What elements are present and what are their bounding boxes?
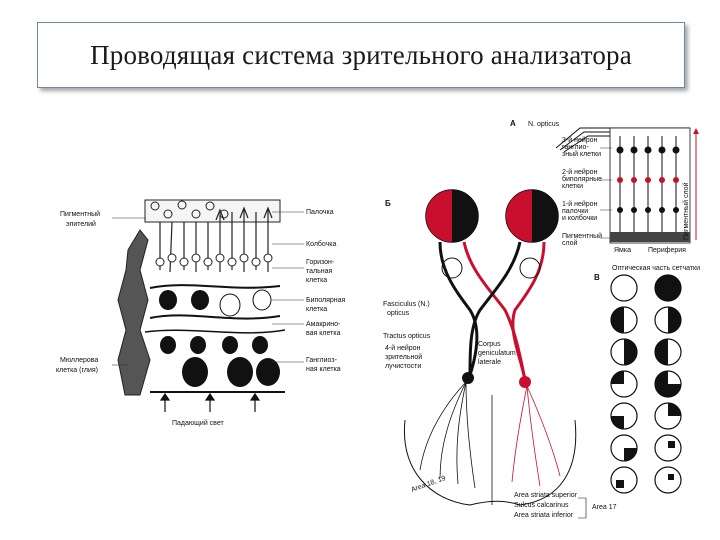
lgn-right [519, 376, 531, 388]
visual-field-defect [611, 371, 624, 384]
label-muller-1: Мюллерова [60, 357, 98, 364]
label-2nd-neuron-3: клетки [562, 183, 583, 190]
muller-cell [117, 229, 151, 396]
label-optic-nerve-1: Fasciculus (N.) [383, 301, 430, 308]
ganglion-layer [144, 329, 286, 393]
panel-a-letter: A [510, 119, 516, 128]
panel-b-header: Оптическая часть сетчатки [612, 265, 700, 272]
visual-field-defect [616, 480, 624, 488]
pigment-epithelium [144, 199, 281, 223]
label-3rd-neuron-3: зный клетки [562, 150, 601, 158]
label-area-17: Area 17 [592, 504, 617, 511]
visual-field-circles [610, 274, 682, 494]
label-corpus-2: geniculatum [478, 350, 516, 357]
optic-radiation-left [419, 381, 476, 489]
label-area-18-19: Area 18, 19 [410, 475, 447, 494]
label-sulcus: Sulcus calcarinus [514, 502, 569, 509]
retina-diagram: Пигментный эпителий Мюллерова клетка (гл… [56, 199, 346, 427]
label-optic-tract: Tractus opticus [383, 333, 431, 340]
label-2nd-neuron-1: 2-й нейрон [562, 168, 598, 176]
label-horizontal-3: клетка [306, 277, 327, 284]
label-1st-neuron-3: и колбочки [562, 214, 597, 222]
label-2nd-neuron-2: биполярные [562, 175, 602, 183]
label-4th-neuron-2: зрительной [385, 353, 422, 361]
label-bipolar-2: клетка [306, 306, 327, 313]
label-ganglion-1: Ганглиоз- [306, 357, 338, 364]
visual-field-defect [611, 416, 624, 429]
panel-a-neurons [610, 128, 699, 242]
label-cone: Колбочка [306, 240, 337, 248]
label-amacrine-2: вая клетка [306, 330, 341, 337]
right-eye [505, 189, 559, 243]
visual-field-defect [611, 307, 624, 333]
visual-field-defect [624, 448, 637, 461]
label-pigment-layer-vertical: Пигментный слой [682, 182, 690, 240]
pathway-letter: Б [385, 199, 391, 208]
label-1st-neuron-1: 1-й нейрон [562, 200, 598, 208]
label-bipolar-1: Биполярная [306, 297, 346, 304]
visual-field-defect [668, 307, 681, 333]
panel-b-letter: В [594, 273, 600, 282]
visual-field-defect [668, 474, 674, 480]
optic-radiation-right [511, 385, 561, 487]
label-amacrine-1: Амакрино- [306, 321, 341, 328]
visual-pathway-diagram: Б [383, 189, 617, 519]
label-3rd-neuron-2: ганглио- [562, 144, 589, 151]
occipital-cortex [403, 419, 577, 506]
label-3rd-neuron-1: 3-й нейрон [562, 136, 598, 144]
label-area-inferior: Area striata inferior [514, 512, 574, 519]
label-fovea: Ямка [614, 247, 631, 254]
panel-b: В Оптическая часть сетчатки [594, 265, 700, 494]
label-corpus-1: Corpus [478, 341, 501, 348]
visual-field-circle [610, 274, 638, 302]
photoreceptor-nuclei [155, 253, 273, 267]
label-pigment-layer-2: слой [562, 239, 578, 247]
panel-a: A N. opticus [510, 119, 699, 254]
visual-field-defect [668, 441, 675, 448]
label-4th-neuron-3: лучистости [385, 363, 421, 370]
label-corpus-3: laterale [478, 359, 501, 366]
label-area-superior: Area striata superior [514, 492, 578, 499]
label-n-opticus: N. opticus [528, 121, 560, 128]
label-pigment-epithelium-1: Пигментный [60, 210, 100, 218]
lgn-left [462, 372, 474, 384]
label-horizontal-1: Горизон- [306, 259, 335, 266]
left-eye [425, 189, 479, 243]
area-17-bracket [578, 497, 587, 519]
label-4th-neuron-1: 4-й нейрон [385, 344, 421, 352]
visual-field-circle [654, 274, 682, 302]
incident-light-arrows [159, 392, 261, 412]
label-1st-neuron-2: палочки [562, 208, 588, 215]
label-horizontal-2: тальная [306, 268, 333, 275]
label-muller-2: клетка (глия) [56, 367, 98, 374]
optic-nerves [438, 241, 546, 381]
label-rod: Палочка [306, 209, 334, 216]
label-periphery: Периферия [648, 247, 686, 254]
visual-field-defect [624, 339, 637, 365]
label-optic-nerve-2: opticus [387, 310, 410, 317]
retina-leader-lines [112, 211, 304, 366]
label-pigment-epithelium-2: эпителий [66, 220, 96, 228]
visual-field-defect [668, 403, 681, 416]
visual-field-defect [655, 371, 681, 397]
visual-field-defect [655, 339, 668, 365]
slide-title: Проводящая система зрительного анализато… [90, 39, 632, 70]
label-pigment-layer-1: Пигментный [562, 232, 602, 240]
label-incident-light: Падающий свет [172, 419, 224, 427]
label-ganglion-2: ная клетка [306, 366, 341, 373]
title-box: Проводящая система зрительного анализато… [37, 22, 685, 88]
bipolar-layer [149, 284, 281, 320]
